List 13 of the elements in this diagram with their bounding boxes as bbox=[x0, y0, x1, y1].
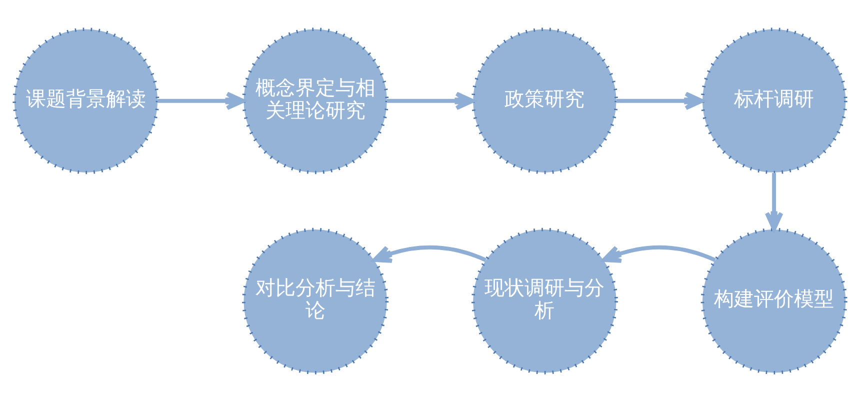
arrow bbox=[764, 172, 784, 232]
arrow bbox=[387, 92, 475, 110]
node-circle: 现状调研与分析 bbox=[471, 228, 618, 374]
arrow bbox=[602, 245, 716, 263]
arrow bbox=[158, 92, 246, 110]
node-circle: 政策研究 bbox=[471, 28, 618, 174]
node-circle: 概念界定与相关理论研究 bbox=[242, 28, 389, 174]
node-circle: 课题背景解读 bbox=[12, 28, 160, 174]
arrow bbox=[616, 92, 704, 110]
node-circle: 标杆调研 bbox=[700, 28, 848, 174]
node-circle: 对比分析与结论 bbox=[242, 228, 389, 374]
node-circle: 构建评价模型 bbox=[700, 228, 848, 374]
arrow bbox=[372, 245, 487, 263]
